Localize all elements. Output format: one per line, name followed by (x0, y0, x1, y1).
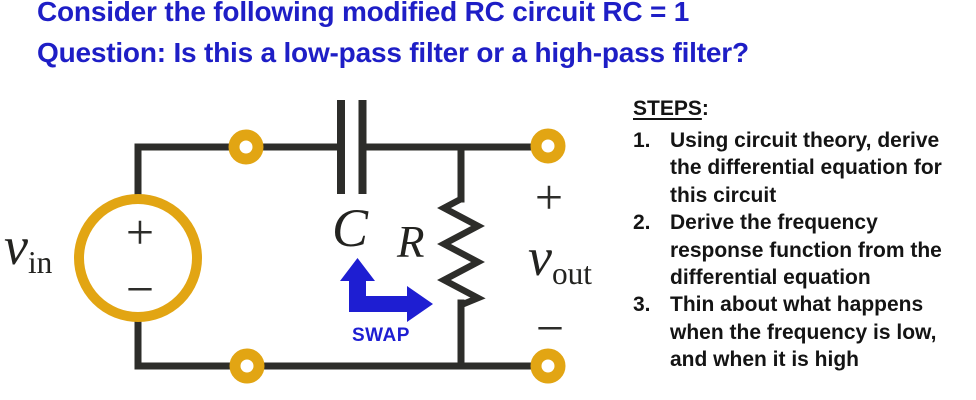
vout-subscript: out (551, 255, 592, 291)
swap-label: SWAP (352, 325, 410, 346)
step-text: Derive the frequency response function f… (670, 209, 976, 291)
source-minus-sign: − (125, 261, 155, 317)
capacitor-label: C (332, 198, 369, 258)
step-line: differential equation (670, 266, 871, 290)
terminal-nodes (228, 128, 566, 384)
steps-heading-colon: : (701, 97, 709, 120)
step-number: 2. (633, 211, 651, 235)
step-text: Thin about what happens when the frequen… (670, 291, 976, 373)
vout-minus-sign: − (535, 300, 565, 356)
resistor-icon (437, 196, 486, 309)
slide-title: Consider the following modified RC circu… (37, 0, 690, 27)
steps-heading-text: STEPS (633, 97, 702, 120)
capacitor-icon (337, 100, 367, 194)
step-line: the differential equation for (670, 156, 942, 180)
vin-symbol: v (4, 216, 28, 276)
slide-question: Question: Is this a low-pass filter or a… (37, 37, 749, 68)
step-item-3: 3. Thin about what happens when the freq… (633, 291, 976, 373)
step-line: Using circuit theory, derive (670, 129, 940, 152)
vout-symbol: v (528, 227, 552, 287)
terminal-node-top-left (228, 129, 264, 165)
terminal-node-top-right (530, 128, 566, 164)
vin-subscript: in (27, 244, 53, 280)
step-line: and when it is high (670, 348, 859, 372)
step-number: 1. (633, 129, 651, 152)
step-line: Derive the frequency (670, 211, 878, 235)
step-line: this circuit (670, 183, 777, 207)
terminal-node-bottom-left (229, 348, 265, 384)
capacitor-plate-left (337, 100, 345, 194)
capacitor-plate-right (358, 100, 367, 194)
step-line: response function from the (670, 238, 942, 262)
step-item-1: 1. Using circuit theory, derive the diff… (633, 127, 976, 209)
step-text: Using circuit theory, derive the differe… (670, 127, 976, 209)
vout-label: vout (528, 230, 592, 289)
voltage-source-icon (74, 194, 202, 322)
step-number: 3. (633, 293, 651, 317)
step-line: when the frequency is low, (670, 320, 937, 344)
vin-label: vin (4, 219, 52, 278)
source-plus-sign: + (125, 204, 155, 260)
step-item-2: 2. Derive the frequency response functio… (633, 209, 976, 291)
terminal-node-bottom-right (530, 348, 566, 384)
vout-plus-sign: + (534, 169, 564, 225)
steps-panel: STEPS: 1. Using circuit theory, derive t… (633, 97, 976, 374)
step-line: Thin about what happens (670, 293, 924, 317)
swap-arrow-icon (340, 258, 433, 322)
steps-heading: STEPS: (633, 97, 976, 121)
resistor-label: R (397, 217, 425, 267)
